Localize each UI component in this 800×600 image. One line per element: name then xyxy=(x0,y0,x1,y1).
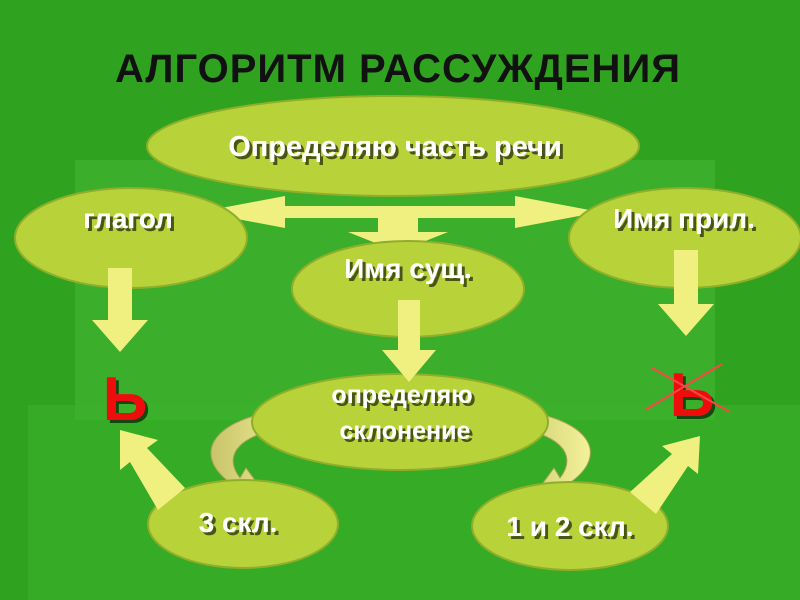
soft-sign-left: Ь xyxy=(103,365,148,434)
label-declension-line2: склонение xyxy=(340,417,471,445)
node-decl3 xyxy=(147,479,339,569)
double-arrow-horizontal xyxy=(200,196,600,228)
label-verb: глагол xyxy=(83,203,173,234)
label-part-of-speech: Определяю часть речи xyxy=(228,131,562,163)
arrow-down-from-verb xyxy=(92,268,148,352)
arrow-down-to-noun xyxy=(348,218,448,252)
node-declension xyxy=(251,373,549,471)
soft-sign-right: Ь xyxy=(670,361,715,430)
arrow-up-to-soft-sign-right xyxy=(630,436,700,514)
node-part-of-speech xyxy=(146,95,640,197)
strike-line-2 xyxy=(644,363,723,411)
label-adjective: Имя прил. xyxy=(613,203,755,234)
label-decl12: 1 и 2 скл. xyxy=(506,511,633,542)
arrow-up-to-soft-sign-left xyxy=(120,430,185,510)
node-decl12 xyxy=(471,481,669,571)
label-noun: Имя сущ. xyxy=(344,253,472,284)
label-declension-line1: определяю xyxy=(331,381,472,409)
page-title: АЛГОРИТМ РАССУЖДЕНИЯ xyxy=(115,47,681,91)
strike-line-1 xyxy=(651,367,731,413)
arrow-down-from-noun xyxy=(382,300,436,382)
arrow-down-from-adjective xyxy=(658,250,714,336)
label-decl3: 3 скл. xyxy=(199,507,278,538)
